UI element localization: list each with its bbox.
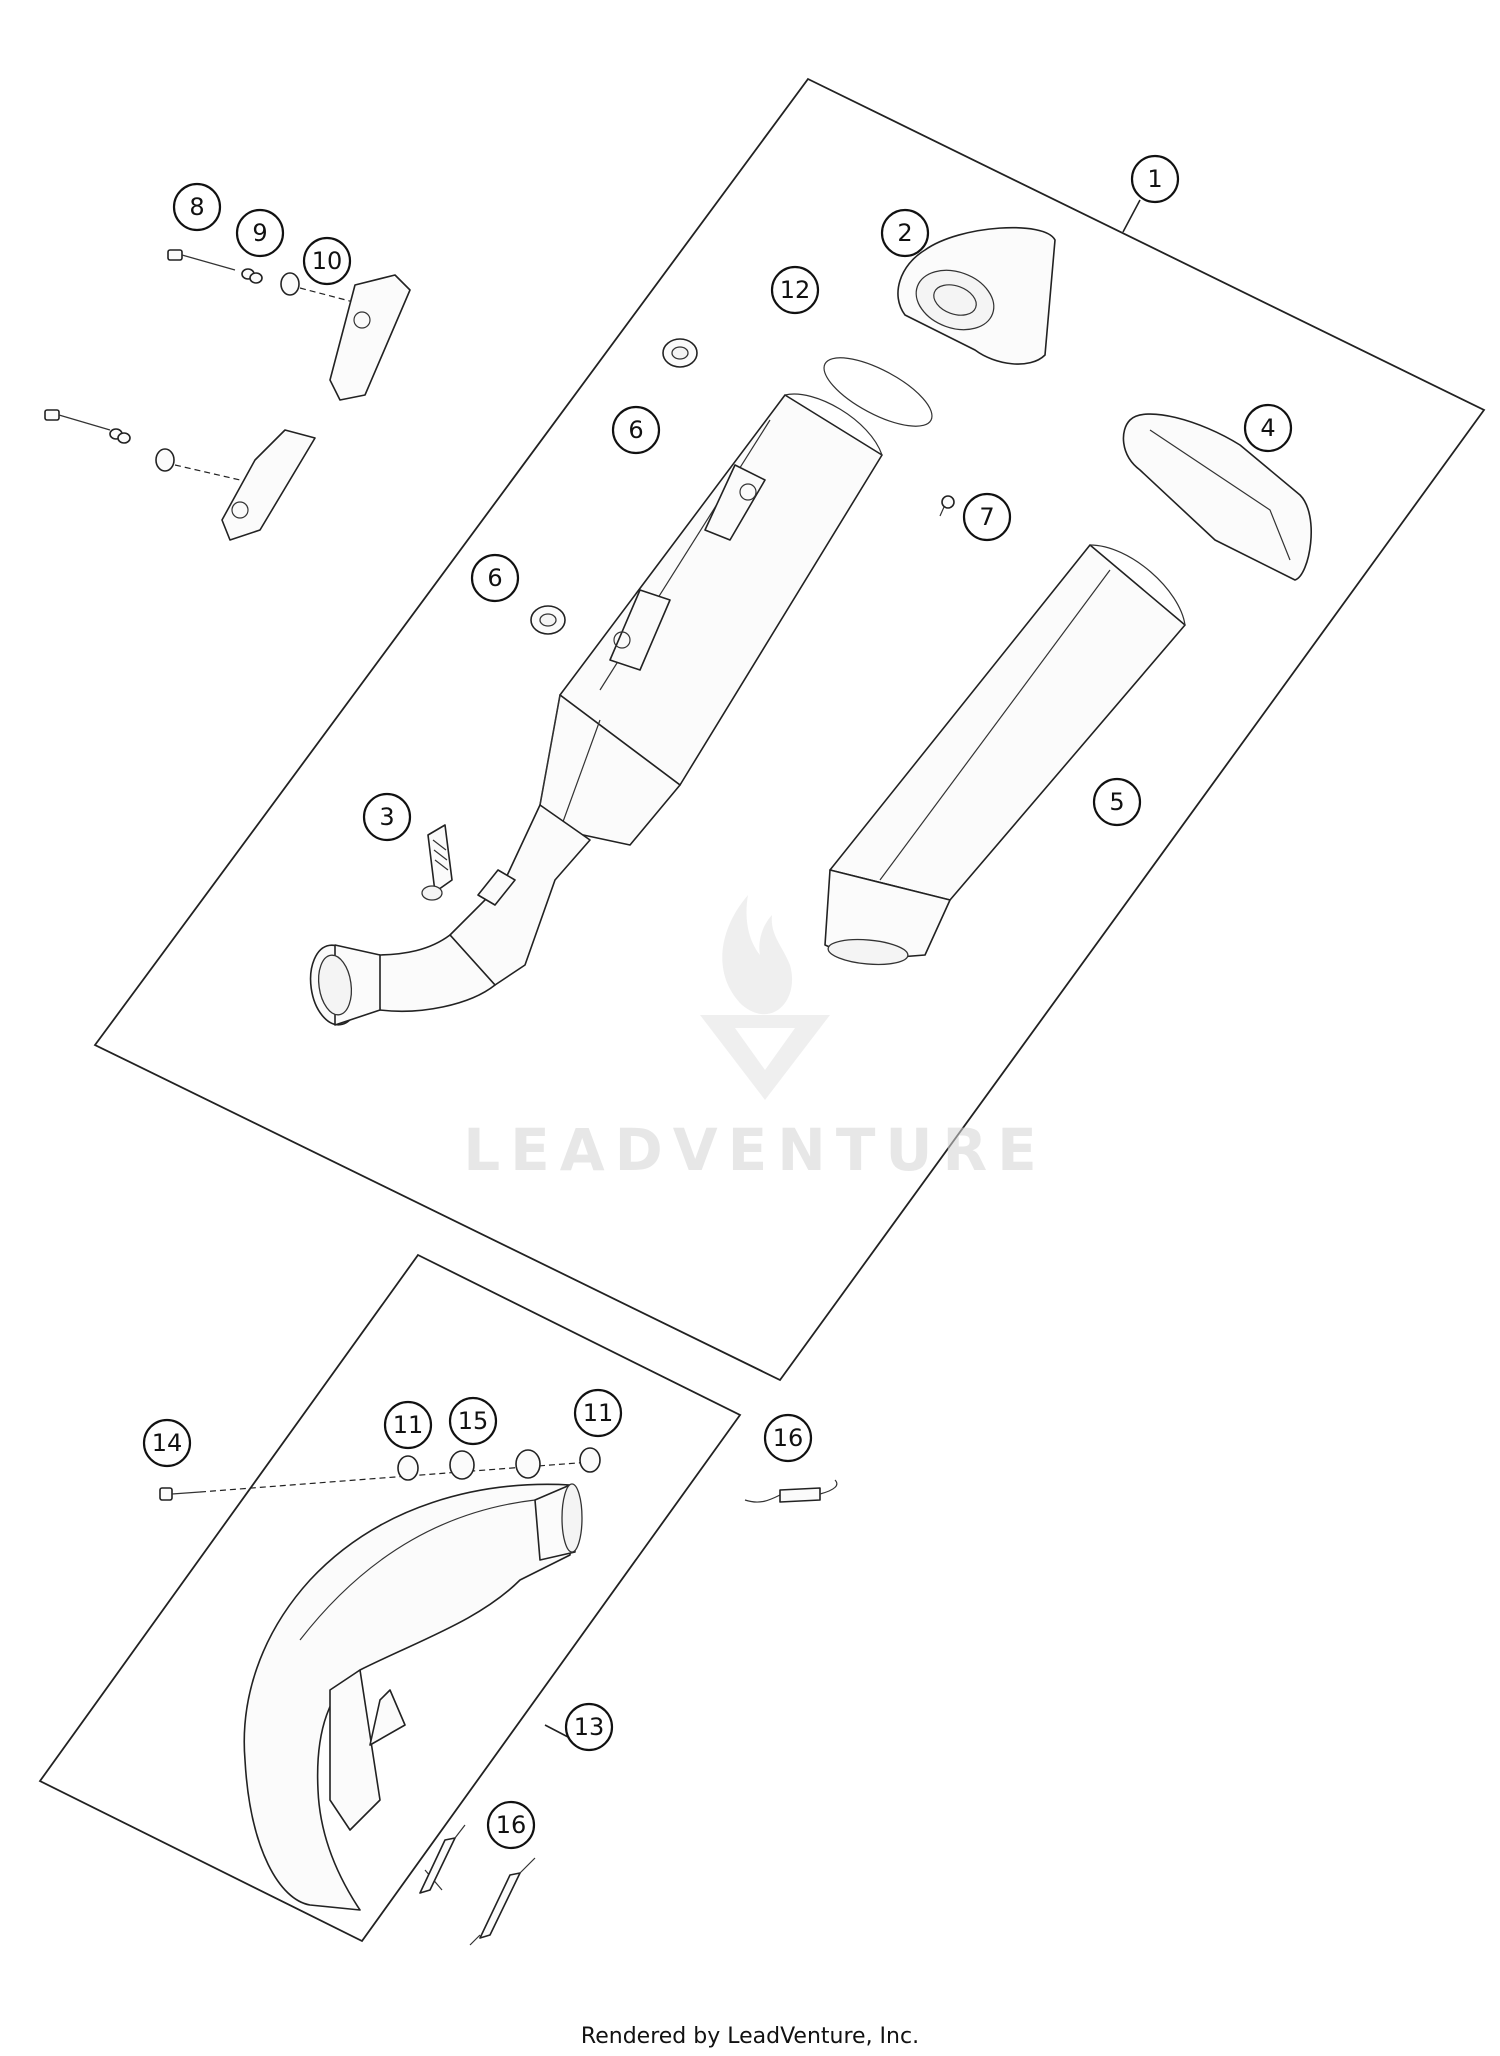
callout-16-right: 16 <box>763 1413 813 1463</box>
svg-text:3: 3 <box>379 803 394 831</box>
svg-text:9: 9 <box>252 219 267 247</box>
spring-16-lower-right <box>469 1857 536 1946</box>
washer-11-left <box>397 1455 419 1481</box>
callout-11-left: 11 <box>383 1400 433 1450</box>
callout-1: 1 <box>1130 154 1180 204</box>
rubber-bushing <box>515 1449 541 1479</box>
gasket-ring <box>823 357 933 427</box>
callout-2: 2 <box>880 208 930 258</box>
callout-15: 15 <box>448 1396 498 1446</box>
callout-14: 14 <box>142 1418 192 1468</box>
callout-6-lower: 6 <box>470 553 520 603</box>
svg-text:11: 11 <box>393 1411 424 1439</box>
svg-text:13: 13 <box>574 1713 605 1741</box>
svg-text:7: 7 <box>979 503 994 531</box>
screw-7 <box>939 495 955 517</box>
silencer-protector <box>1122 413 1312 581</box>
watermark-text: LEADVENTURE <box>463 1116 1047 1184</box>
callout-11-right: 11 <box>573 1388 623 1438</box>
callout-7: 7 <box>962 492 1012 542</box>
svg-text:2: 2 <box>897 219 912 247</box>
svg-text:14: 14 <box>152 1429 183 1457</box>
footer-credit: Rendered by LeadVenture, Inc. <box>580 2024 920 2049</box>
callout-4: 4 <box>1243 403 1293 453</box>
callout-16-lower: 16 <box>486 1800 536 1850</box>
svg-text:6: 6 <box>487 564 502 592</box>
leader-1 <box>1122 199 1141 233</box>
svg-text:1: 1 <box>1147 165 1162 193</box>
spring-16-lower-left <box>419 1824 466 1894</box>
svg-text:16: 16 <box>496 1811 527 1839</box>
callout-13: 13 <box>564 1702 614 1752</box>
svg-text:10: 10 <box>312 247 343 275</box>
svg-text:4: 4 <box>1260 414 1275 442</box>
svg-text:15: 15 <box>458 1407 489 1435</box>
leadventure-watermark: LEADVENTURE <box>463 895 1047 1184</box>
callout-6-upper: 6 <box>611 405 661 455</box>
end-cap <box>897 226 1056 365</box>
silencer-outer-shell <box>824 544 1186 966</box>
callout-3: 3 <box>362 792 412 842</box>
header-pipe <box>243 1483 583 1911</box>
svg-text:6: 6 <box>628 416 643 444</box>
silencer-group-frame <box>93 77 1486 1382</box>
svg-text:8: 8 <box>189 193 204 221</box>
callout-10: 10 <box>302 236 352 286</box>
svg-text:16: 16 <box>773 1424 804 1452</box>
callout-5: 5 <box>1092 777 1142 827</box>
svg-text:12: 12 <box>780 276 811 304</box>
mounting-bolt-set-lower <box>44 409 316 541</box>
mounting-bolt-set-upper <box>167 249 411 401</box>
svg-text:11: 11 <box>583 1399 614 1427</box>
svg-text:5: 5 <box>1109 788 1124 816</box>
clamp-3 <box>421 824 453 901</box>
spring-16-right <box>744 1479 838 1503</box>
callout-9: 9 <box>235 208 285 258</box>
silencer-body <box>309 393 883 1026</box>
rubber-grommet-lower <box>530 605 566 635</box>
header-pipe-group-frame <box>38 1253 742 1943</box>
washer-11-right <box>579 1447 601 1473</box>
spacer-15 <box>449 1450 475 1480</box>
rubber-grommet-upper <box>662 338 698 368</box>
callout-8: 8 <box>172 182 222 232</box>
callout-12: 12 <box>770 265 820 315</box>
leader-13 <box>544 1724 569 1738</box>
